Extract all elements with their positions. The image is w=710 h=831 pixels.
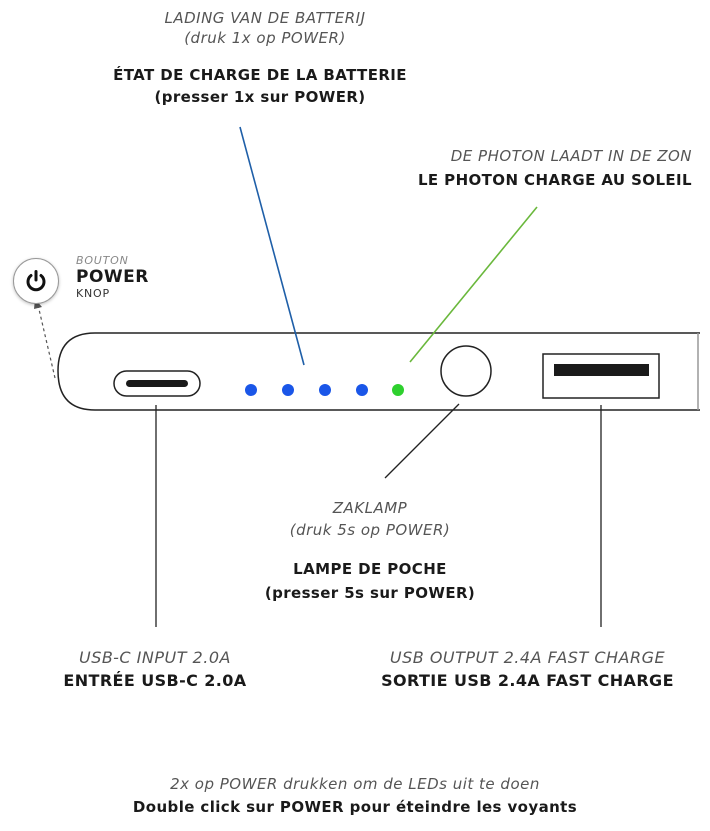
flashlight-lens — [440, 345, 492, 397]
power-button-label-group: BOUTON POWER KNOP — [76, 254, 149, 300]
powerbank-body — [57, 332, 700, 411]
flashlight-fr-line2: (presser 5s sur POWER) — [264, 584, 476, 602]
usb-c-nl-label: USB-C INPUT 2.0A — [79, 648, 231, 667]
flashlight-nl-line1: ZAKLAMP — [332, 499, 408, 517]
power-icon — [26, 270, 46, 292]
power-button-top-label: BOUTON — [76, 254, 129, 267]
usb-c-fr-label: ENTRÉE USB-C 2.0A — [63, 671, 247, 690]
solar-leader-line — [409, 206, 538, 363]
power-button-bottom-label: KNOP — [76, 287, 110, 300]
flashlight-fr-line1: LAMPE DE POCHE — [293, 560, 447, 578]
usb-output-nl-label: USB OUTPUT 2.4A FAST CHARGE — [389, 648, 666, 667]
usb-c-port-slot — [126, 380, 188, 387]
flashlight-nl-line2: (druk 5s op POWER) — [289, 521, 451, 539]
battery-state-fr-line1: ÉTAT DE CHARGE DE LA BATTERIE — [113, 66, 407, 84]
power-button-main-label: POWER — [76, 267, 149, 287]
usb-c-label-group: USB-C INPUT 2.0A ENTRÉE USB-C 2.0A — [20, 648, 290, 691]
usb-output-port-slot — [554, 364, 649, 376]
power-button — [13, 258, 59, 304]
battery-led-1 — [245, 384, 257, 396]
footer-fr-label: Double click sur POWER pour éteindre les… — [132, 798, 578, 816]
battery-leader-line — [239, 126, 305, 366]
battery-led-2 — [282, 384, 294, 396]
battery-led-3 — [319, 384, 331, 396]
solar-fr-label: LE PHOTON CHARGE AU SOLEIL — [417, 171, 692, 189]
usb-output-label-group: USB OUTPUT 2.4A FAST CHARGE SORTIE USB 2… — [355, 648, 700, 691]
battery-state-nl-line1: LADING VAN DE BATTERIJ — [164, 9, 366, 27]
battery-led-4 — [356, 384, 368, 396]
solar-nl-label: DE PHOTON LAADT IN DE ZON — [450, 147, 692, 165]
flashlight-label-group: ZAKLAMP (druk 5s op POWER) — [220, 497, 520, 541]
battery-state-fr-line2: (presser 1x sur POWER) — [154, 88, 366, 106]
battery-state-fr-group: ÉTAT DE CHARGE DE LA BATTERIE (presser 1… — [60, 64, 460, 108]
power-button-leader-line — [37, 304, 56, 379]
usb-output-fr-label: SORTIE USB 2.4A FAST CHARGE — [381, 671, 674, 690]
battery-state-label-group: LADING VAN DE BATTERIJ (druk 1x op POWER… — [105, 8, 425, 48]
footer-nl-label: 2x op POWER drukken om de LEDs uit te do… — [170, 775, 540, 793]
flashlight-fr-group: LAMPE DE POCHE (presser 5s sur POWER) — [200, 557, 540, 605]
solar-led — [392, 384, 404, 396]
battery-state-nl-line2: (druk 1x op POWER) — [184, 29, 346, 47]
solar-label-group: DE PHOTON LAADT IN DE ZON LE PHOTON CHAR… — [360, 146, 692, 190]
flashlight-leader-line — [384, 403, 460, 479]
footer-note: 2x op POWER drukken om de LEDs uit te do… — [0, 774, 710, 817]
